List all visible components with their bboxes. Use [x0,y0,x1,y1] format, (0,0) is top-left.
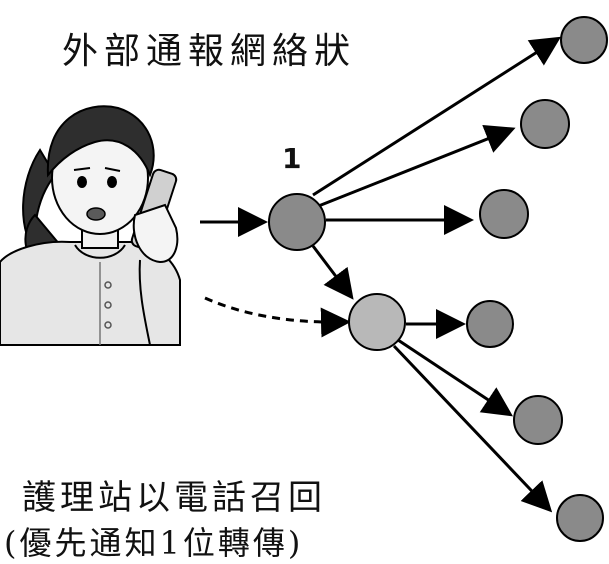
nurse-on-phone-illustration [0,105,181,346]
node-2 [348,293,406,351]
node-1 [268,193,326,251]
edge-node2-to-r6 [392,344,553,513]
recipient-node-2 [520,99,570,149]
recipient-node-5 [513,395,563,445]
recipient-node-6 [556,494,604,542]
recipient-node-1 [560,16,608,64]
edge-nurse-to-node2-dashed [204,296,351,338]
edge-node2-to-r5 [397,338,513,417]
notification-network-diagram [0,16,608,542]
node-1-label: 1 [282,142,302,175]
edge-node1-to-node2 [311,245,354,300]
edge-node1-to-r2 [315,124,516,209]
recipient-node-3 [479,189,529,239]
recipient-node-4 [466,300,514,348]
caption-line-2: (優先通知1位轉傳) [4,524,304,562]
caption-line-1: 護理站以電話召回 [22,478,326,518]
edge-node1-to-r1 [312,36,562,197]
diagram-title: 外部通報網絡狀 [62,31,357,72]
